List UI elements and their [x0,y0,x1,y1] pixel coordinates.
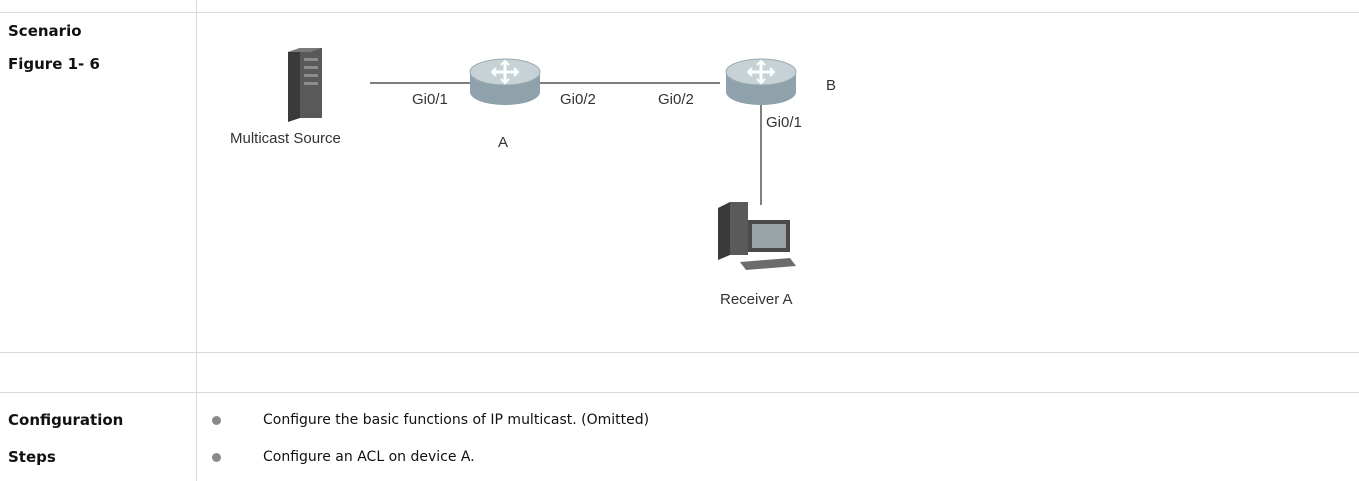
computer-icon [718,202,796,270]
table-border-top [0,12,1359,13]
receiver-a-label: Receiver A [720,291,793,308]
router-b-port-gi0-1: Gi0/1 [766,114,802,131]
step-item: Configure the basic functions of IP mult… [212,412,649,428]
router-a-port-gi0-1: Gi0/1 [412,91,448,108]
steps-label: Steps [8,448,56,466]
network-topology-diagram: Multicast Source Gi0/1 Gi0/2 A Gi0/2 B G… [230,48,836,308]
figure-label: Figure 1- 6 [8,55,100,73]
router-b-port-gi0-2: Gi0/2 [658,91,694,108]
router-a-name: A [498,134,508,151]
router-icon [725,58,797,105]
step-item: Configure an ACL on device A. [212,449,475,465]
scenario-label: Scenario [8,22,82,40]
server-icon [288,48,322,122]
router-icon [469,58,541,105]
configuration-label: Configuration [8,411,124,429]
multicast-source-label: Multicast Source [230,130,341,147]
bullet-icon [212,415,221,425]
step-text: Configure an ACL on device A. [263,449,475,465]
table-row-divider [0,392,1359,393]
table-row-divider [0,352,1359,353]
router-b-name: B [826,77,836,94]
table-column-divider [196,0,197,481]
router-a-port-gi0-2: Gi0/2 [560,91,596,108]
step-text: Configure the basic functions of IP mult… [263,412,650,428]
bullet-icon [212,452,221,462]
